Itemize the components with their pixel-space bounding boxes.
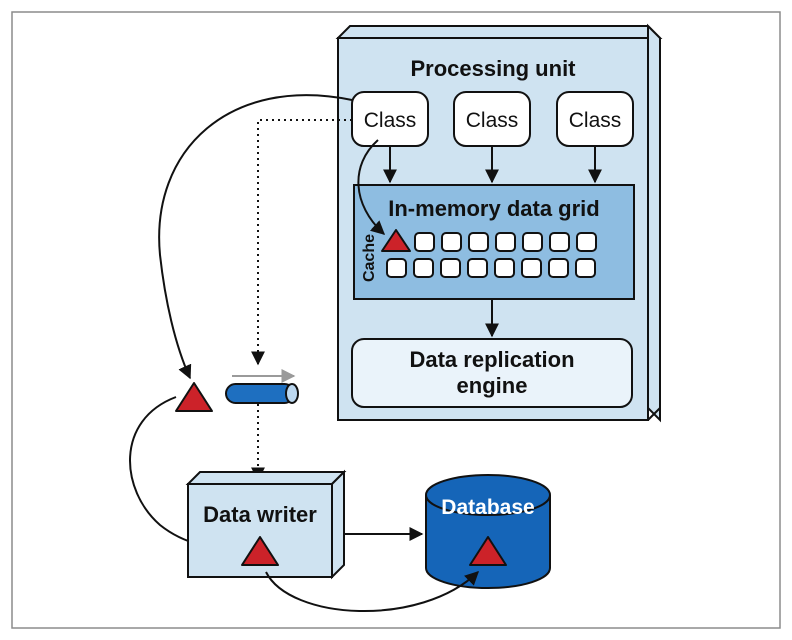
cache-cell: [576, 232, 597, 252]
data-replication-engine: Data replication engine: [351, 338, 633, 408]
writer-to-database-curve: [265, 571, 480, 613]
writer-data-triangle: [241, 536, 279, 566]
cached-data-triangle: [381, 229, 411, 252]
class-box: Class: [351, 91, 429, 147]
cache-label: Cache: [361, 234, 378, 282]
message-triangle: [175, 382, 213, 412]
class-to-queue-dotted-line: [251, 119, 352, 366]
cache-cell: [468, 232, 489, 252]
cache-cell: [467, 258, 488, 278]
cache-cell: [521, 258, 542, 278]
class-label: Class: [364, 109, 417, 132]
class-label: Class: [466, 109, 519, 132]
queue-pipe: [225, 369, 299, 404]
cache-cell: [495, 232, 516, 252]
processing-unit-side-face: [647, 23, 661, 423]
replication-line-2: engine: [457, 373, 528, 398]
cache-cell: [549, 232, 570, 252]
processing-unit-top-face: [335, 25, 663, 39]
cache-cell: [386, 258, 407, 278]
class-box: Class: [556, 91, 634, 147]
cache-cell: [440, 258, 461, 278]
cache-cell: [575, 258, 596, 278]
class-label: Class: [569, 109, 622, 132]
data-writer-side-face: [331, 469, 345, 580]
replication-line-1: Data replication: [409, 347, 574, 372]
processing-unit-title: Processing unit: [410, 56, 576, 81]
diagram-frame: [11, 11, 781, 629]
cache-cell: [413, 258, 434, 278]
data-writer: Data writer: [185, 469, 347, 580]
class-to-message-arrow: [158, 94, 353, 380]
cache-cell: [548, 258, 569, 278]
database-data-triangle: [469, 536, 507, 566]
class-box: Class: [453, 91, 531, 147]
cache-cell: [494, 258, 515, 278]
class-to-cache-arrow: [357, 139, 386, 235]
in-memory-data-grid: In-memory data grid Cache: [353, 184, 635, 300]
database-label: Database: [441, 496, 534, 519]
cache-cell: [441, 232, 462, 252]
data-grid-title: In-memory data grid: [388, 196, 599, 221]
cache-cell: [522, 232, 543, 252]
cache-cell: [414, 232, 435, 252]
database: Database: [425, 474, 551, 589]
data-writer-label: Data writer: [203, 502, 317, 527]
cache-cells: [386, 232, 597, 278]
data-writer-top-face: [185, 471, 347, 485]
